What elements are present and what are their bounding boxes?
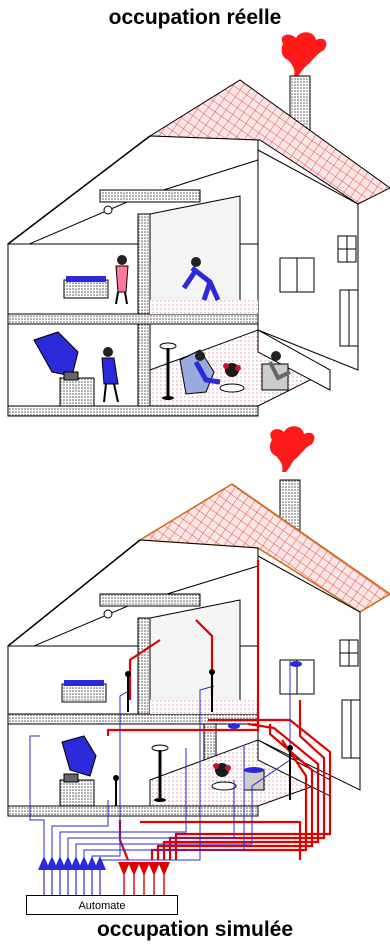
arrow-down-icon <box>118 862 170 876</box>
plant-icon <box>212 763 236 790</box>
control-wiring-red <box>108 560 330 860</box>
house-real-occupation <box>0 0 390 470</box>
control-wiring-blue <box>30 660 290 862</box>
lamp-icon <box>152 745 168 802</box>
floor-upper <box>150 300 258 314</box>
floor-slab <box>8 714 258 724</box>
caption-simulated-occupation: occupation simulée <box>0 918 390 942</box>
floor-terrace <box>150 740 330 806</box>
automate-box: Automate <box>26 895 178 915</box>
armchair-icon <box>244 767 264 790</box>
arrow-up-icon <box>38 856 106 870</box>
bathtub-icon <box>62 680 106 702</box>
window-icon <box>280 640 360 758</box>
stove-icon <box>60 774 94 806</box>
hood-icon <box>62 736 96 776</box>
floor-slab <box>8 314 258 324</box>
gable-wall <box>258 556 360 790</box>
house-front <box>8 646 258 816</box>
chimney-icon <box>280 480 300 546</box>
smoke-icon <box>282 32 327 76</box>
floor-upper <box>150 700 258 714</box>
roof <box>140 484 390 612</box>
sensor-points <box>113 661 302 806</box>
bathtub-icon <box>64 276 108 298</box>
